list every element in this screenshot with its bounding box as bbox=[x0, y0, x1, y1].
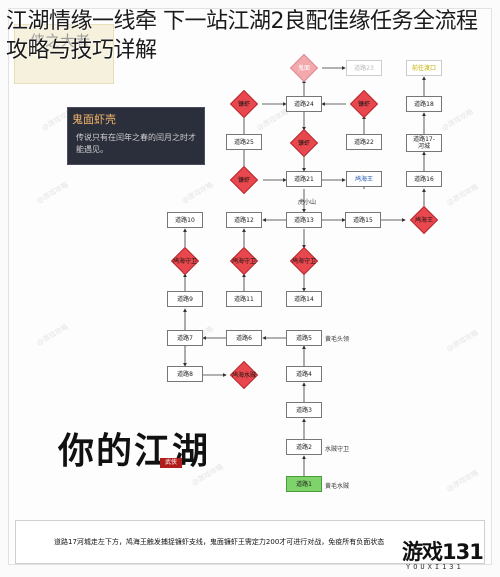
diamond-label: 鸠海守卫 bbox=[231, 258, 256, 265]
flow-diamond-sickle-shrimp: 镰虾 bbox=[286, 128, 322, 158]
label-huangmao-shuizei: 黄毛水贼 bbox=[325, 483, 350, 490]
tooltip-title: 鬼面虾壳 bbox=[72, 113, 116, 126]
route-note-text: 道路17河城走左下方，鸠海王触发捕捉镰虾支线，鬼面镰虾王需定力200才可进行对战… bbox=[54, 538, 385, 546]
flow-node-ferry-exit: 前往渡口 bbox=[406, 60, 442, 76]
flow-node-road-15: 道路15 bbox=[345, 212, 381, 228]
flow-node-road-14: 道路14 bbox=[286, 291, 322, 307]
flow-node-road-16: 道路16 bbox=[406, 171, 442, 187]
diamond-label: 镰虾 bbox=[357, 101, 370, 108]
diamond-label: 镰虾 bbox=[237, 101, 250, 108]
flow-node-road-4: 道路4 bbox=[286, 366, 322, 382]
flow-node-road-22: 道路22 bbox=[346, 134, 382, 150]
route-note: 道路17河城走左下方，鸠海王触发捕捉镰虾支线，鬼面镰虾王需定力200才可进行对战… bbox=[15, 520, 485, 564]
flow-node-road-10: 道路10 bbox=[167, 212, 203, 228]
site-logo: 游戏131 YOUXI131 bbox=[396, 536, 492, 574]
flow-node-road-24: 道路24 bbox=[286, 96, 322, 112]
flow-node-road-23: 道路23 bbox=[346, 60, 382, 76]
diamond-label: 鸠海水贼 bbox=[231, 372, 256, 379]
site-logo-sub: YOUXI131 bbox=[406, 563, 464, 571]
flow-node-road-12: 道路12 bbox=[226, 212, 262, 228]
flow-diamond-jiuhai-wang: 鸠海王 bbox=[406, 205, 442, 235]
tooltip-body: 传说只有在闰年之春的闰月之时才能遇见。 bbox=[76, 133, 196, 154]
item-tooltip: 鬼面虾壳 传说只有在闰年之春的闰月之时才能遇见。 bbox=[67, 107, 205, 165]
logo-text: 你的江湖 bbox=[58, 430, 211, 472]
diamond-label: 鸠海守卫 bbox=[291, 258, 316, 265]
flow-node-road-9: 道路9 bbox=[167, 291, 203, 307]
diamond-label: 镰虾 bbox=[297, 140, 310, 147]
flow-diamond-jiuhai-guard: 鸠海守卫 bbox=[286, 246, 322, 276]
flow-diamond-sickle-shrimp: 镰虾 bbox=[346, 89, 382, 119]
diamond-label: 鬼面 bbox=[297, 65, 310, 72]
flow-node-road-8: 道路8 bbox=[167, 366, 203, 382]
flow-diamond-sickle-shrimp: 镰虾 bbox=[226, 165, 262, 195]
diamond-label: 镰虾 bbox=[237, 177, 250, 184]
flow-diamond-ghost-shrimp: 鬼面 bbox=[286, 53, 322, 83]
flow-node-road-2: 道路2 bbox=[286, 439, 322, 455]
flow-diamond-sickle-shrimp: 镰虾 bbox=[226, 89, 262, 119]
flow-node-road-3: 道路3 bbox=[286, 402, 322, 418]
flow-node-road-11: 道路11 bbox=[226, 291, 262, 307]
diamond-label: 鸠海守卫 bbox=[172, 258, 197, 265]
flow-node-road-5: 道路5 bbox=[286, 330, 322, 346]
flow-node-jiuhai-wang: 鸠海王 bbox=[346, 171, 382, 187]
label-shuizei-shouwei: 水贼守卫 bbox=[325, 446, 350, 453]
inner-title-panel bbox=[14, 24, 114, 84]
label-huxiaoshan: 虎小山 bbox=[298, 199, 317, 206]
site-logo-name: 游戏131 bbox=[402, 540, 484, 564]
flow-node-road-6: 道路6 bbox=[226, 330, 262, 346]
page-title: 江湖情缘一线牵 下一站江湖2良配佳缘任务全流程攻略与技巧详解 bbox=[6, 9, 478, 63]
diamond-label: 鸠海王 bbox=[414, 217, 433, 224]
flow-node-road-18: 道路18 bbox=[406, 96, 442, 112]
inner-title: 侠之大者 bbox=[30, 32, 91, 50]
flow-diamond-jiuhai-guard: 鸠海守卫 bbox=[226, 246, 262, 276]
flow-diamond-jiuhai-bandit: 鸠海水贼 bbox=[226, 360, 262, 390]
flow-node-road-25: 道路25 bbox=[226, 134, 262, 150]
label-huangmao-toumu: 黄毛头领 bbox=[325, 336, 350, 343]
flow-diamond-jiuhai-guard: 鸠海守卫 bbox=[167, 246, 203, 276]
logo-seal: 武侠 bbox=[160, 458, 182, 468]
flow-node-road-13: 道路13 bbox=[286, 212, 322, 228]
game-logo: 你的江湖 武侠 bbox=[30, 422, 240, 474]
flow-node-road-21: 道路21 bbox=[286, 171, 322, 187]
flow-node-road-7: 道路7 bbox=[167, 330, 203, 346]
flow-node-road-17: 道路17- 河城 bbox=[406, 134, 442, 152]
flow-node-road-1: 道路1 bbox=[286, 476, 322, 492]
